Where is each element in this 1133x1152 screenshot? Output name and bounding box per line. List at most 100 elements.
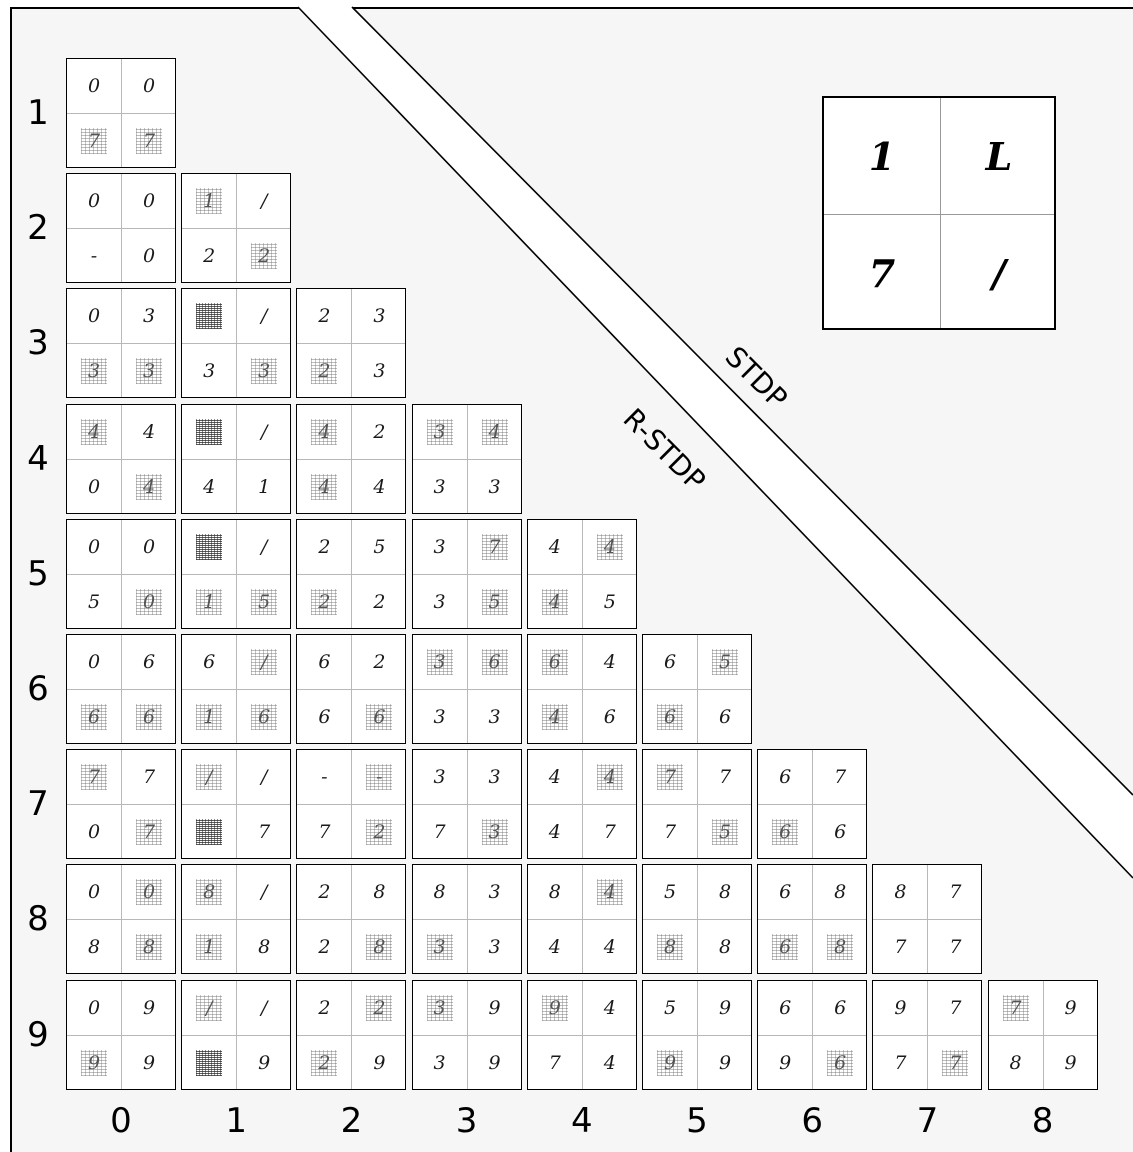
- weight-cell-r8-c6: 6868: [757, 864, 867, 974]
- weight-quadrant: 4: [297, 405, 351, 459]
- column-label: 0: [66, 1104, 176, 1138]
- weight-quadrant: 0: [67, 865, 121, 919]
- row-label: 2: [18, 211, 58, 245]
- column-label: 3: [412, 1104, 522, 1138]
- weight-quadrant: 5: [468, 575, 522, 629]
- weight-quadrant: 3: [413, 920, 467, 974]
- weight-cell-r2-c0: 00-0: [66, 173, 176, 283]
- weight-quadrant: 2: [297, 289, 351, 343]
- weight-quadrant: 2: [182, 229, 236, 283]
- weight-quadrant: 7: [122, 114, 176, 168]
- row-label: 9: [18, 1018, 58, 1052]
- weight-quadrant: -: [297, 750, 351, 804]
- weight-quadrant: 4: [122, 460, 176, 514]
- weight-quadrant: 9: [122, 981, 176, 1035]
- weight-quadrant: 8: [698, 865, 752, 919]
- weight-quadrant: /: [237, 289, 291, 343]
- weight-quadrant: 4: [67, 405, 121, 459]
- weight-quadrant: /: [237, 405, 291, 459]
- weight-cell-r3-c2: 2323: [296, 288, 406, 398]
- weight-quadrant: 0: [122, 865, 176, 919]
- weight-quadrant: 2: [352, 981, 406, 1035]
- weight-quadrant: 2: [297, 865, 351, 919]
- weight-quadrant: 6: [758, 750, 812, 804]
- weight-cell-r4-c2: 4244: [296, 404, 406, 514]
- weight-quadrant: 8: [528, 865, 582, 919]
- weight-quadrant: [182, 805, 236, 859]
- weight-quadrant: 1: [237, 460, 291, 514]
- weight-quadrant: 3: [352, 289, 406, 343]
- weight-quadrant: 8: [413, 865, 467, 919]
- weight-cell-r4-c1: /41: [181, 404, 291, 514]
- weight-quadrant: [182, 405, 236, 459]
- row-label: 5: [18, 557, 58, 591]
- row-label: 7: [18, 787, 58, 821]
- legend-cell: 1 L 7 /: [822, 96, 1056, 330]
- weight-quadrant: 7: [698, 750, 752, 804]
- row-label: 6: [18, 672, 58, 706]
- row-label: 4: [18, 442, 58, 476]
- weight-quadrant: 0: [67, 289, 121, 343]
- weight-quadrant: 7: [237, 805, 291, 859]
- weight-quadrant: 3: [413, 690, 467, 744]
- weight-quadrant: 8: [643, 920, 697, 974]
- weight-cell-r9-c2: 2229: [296, 980, 406, 1090]
- weight-quadrant: 3: [122, 289, 176, 343]
- weight-quadrant: 8: [352, 865, 406, 919]
- weight-quadrant: 0: [67, 981, 121, 1035]
- weight-quadrant: 0: [67, 460, 121, 514]
- weight-quadrant: 4: [468, 405, 522, 459]
- weight-cell-r9-c8: 7989: [988, 980, 1098, 1090]
- weight-quadrant: 2: [297, 920, 351, 974]
- weight-quadrant: 2: [297, 1036, 351, 1090]
- weight-quadrant: 4: [528, 920, 582, 974]
- weight-quadrant: 4: [528, 520, 582, 574]
- weight-quadrant: 6: [122, 635, 176, 689]
- weight-quadrant: 9: [468, 981, 522, 1035]
- weight-cell-r5-c0: 0050: [66, 519, 176, 629]
- weight-quadrant: 6: [237, 690, 291, 744]
- weight-cell-r9-c7: 9777: [872, 980, 982, 1090]
- weight-quadrant: [182, 520, 236, 574]
- weight-quadrant: 3: [468, 750, 522, 804]
- weight-quadrant: 8: [813, 865, 867, 919]
- weight-quadrant: 8: [989, 1036, 1043, 1090]
- weight-cell-r5-c2: 2522: [296, 519, 406, 629]
- weight-quadrant: 0: [122, 575, 176, 629]
- weight-quadrant: 5: [237, 575, 291, 629]
- weight-quadrant: 9: [758, 1036, 812, 1090]
- weight-quadrant: 7: [67, 114, 121, 168]
- weight-quadrant: 7: [67, 750, 121, 804]
- weight-quadrant: 3: [67, 344, 121, 398]
- weight-quadrant: 1: [182, 174, 236, 228]
- weight-quadrant: 2: [352, 805, 406, 859]
- weight-quadrant: 9: [698, 981, 752, 1035]
- weight-quadrant: /: [237, 865, 291, 919]
- column-label: 6: [757, 1104, 867, 1138]
- weight-cell-r9-c3: 3939: [412, 980, 522, 1090]
- weight-cell-r7-c1: //7: [181, 749, 291, 859]
- weight-quadrant: 3: [468, 920, 522, 974]
- weight-quadrant: 5: [352, 520, 406, 574]
- weight-cell-r7-c4: 4447: [527, 749, 637, 859]
- weight-quadrant: 0: [122, 520, 176, 574]
- weight-quadrant: 6: [468, 635, 522, 689]
- column-label: 4: [527, 1104, 637, 1138]
- weight-quadrant: 3: [413, 1036, 467, 1090]
- weight-cell-r9-c5: 5999: [642, 980, 752, 1090]
- weight-quadrant: 8: [182, 865, 236, 919]
- weight-quadrant: 6: [813, 981, 867, 1035]
- weight-quadrant: 3: [413, 635, 467, 689]
- weight-quadrant: 7: [928, 981, 982, 1035]
- weight-quadrant: 4: [583, 981, 637, 1035]
- weight-quadrant: 4: [528, 690, 582, 744]
- weight-quadrant: 9: [873, 981, 927, 1035]
- weight-quadrant: 5: [583, 575, 637, 629]
- weight-cell-r8-c1: 8/18: [181, 864, 291, 974]
- weight-cell-r9-c1: //9: [181, 980, 291, 1090]
- weight-quadrant: 4: [528, 575, 582, 629]
- weight-quadrant: 7: [873, 1036, 927, 1090]
